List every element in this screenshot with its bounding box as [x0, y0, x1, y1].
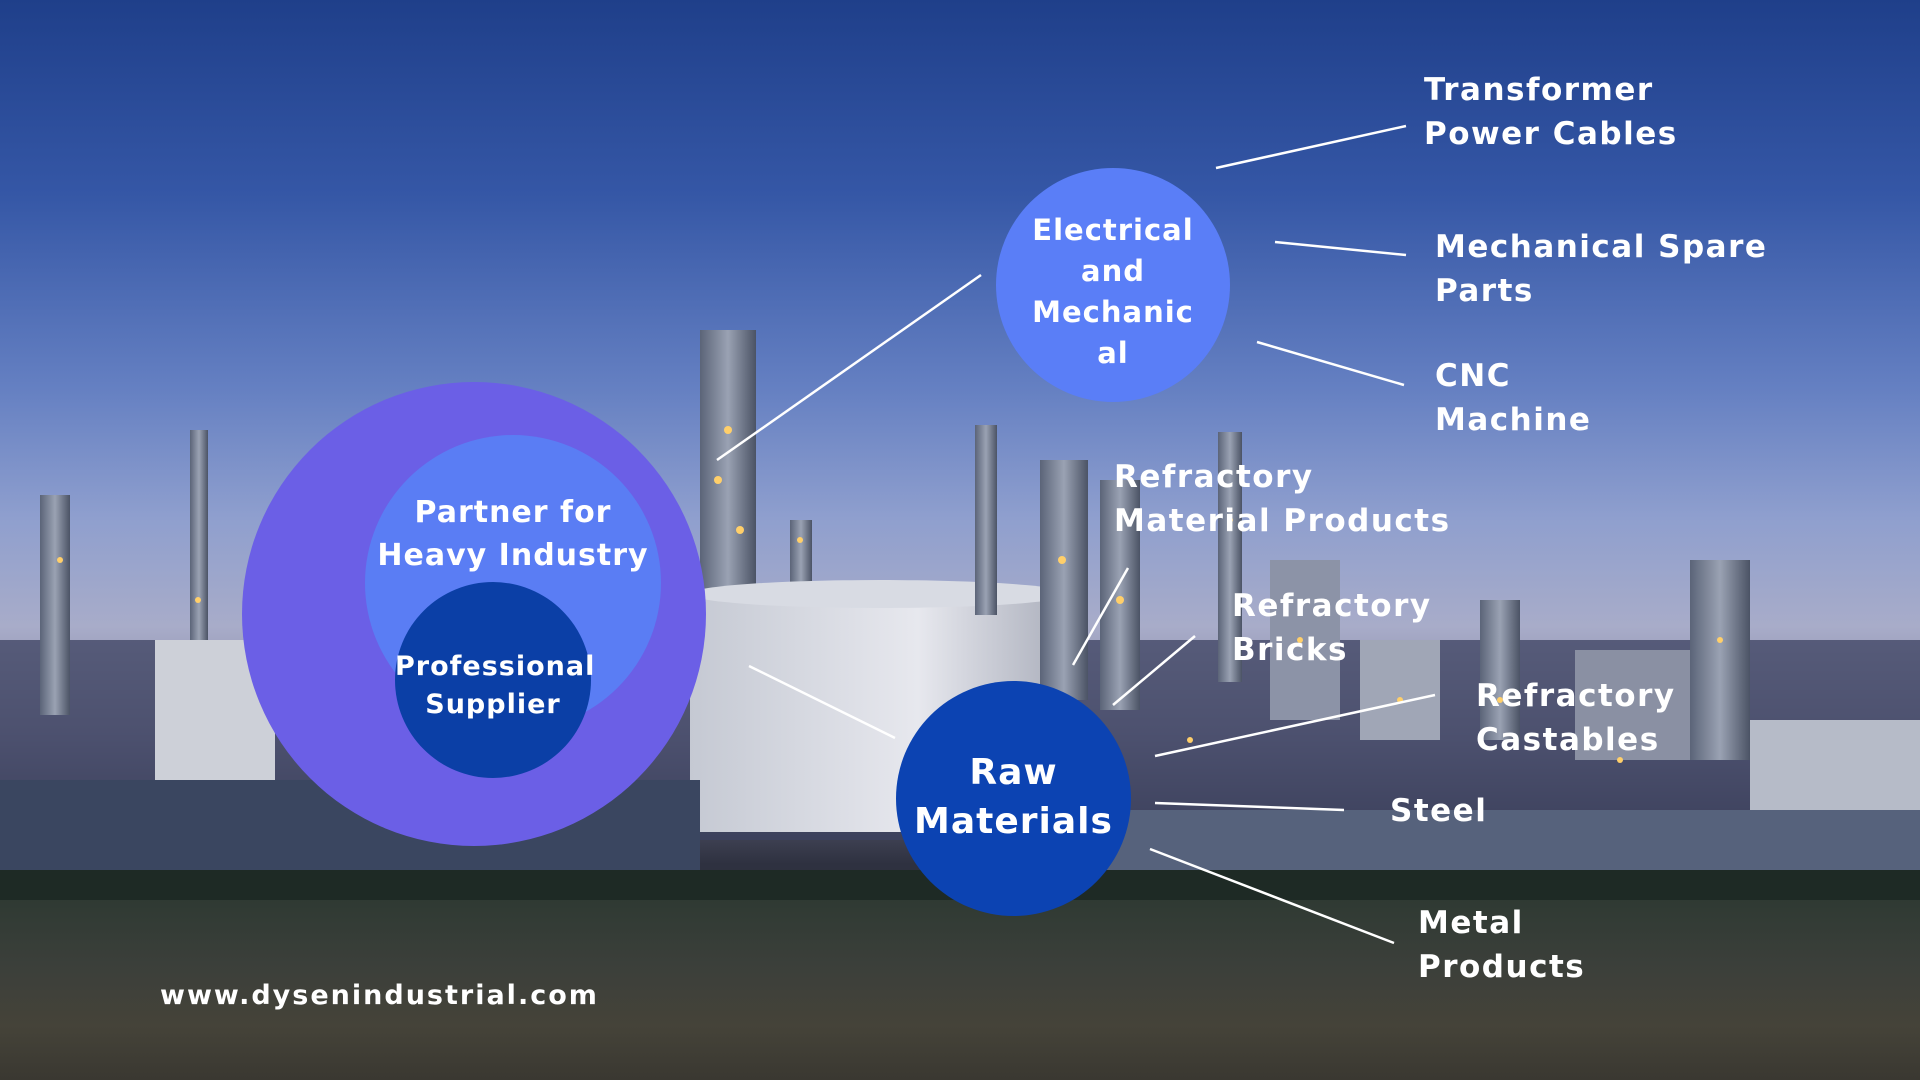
raw-materials-heading: Raw Materials	[896, 748, 1131, 846]
raw-materials-circle	[896, 681, 1131, 916]
connector-raw-to-refcast	[1154, 693, 1436, 758]
label-line: Machine	[1435, 402, 1592, 438]
label-line: Refractory	[1114, 459, 1314, 495]
connector-electrical-to-cnc	[1256, 340, 1405, 387]
label-line: Metal	[1418, 905, 1524, 941]
raw-line: Materials	[914, 801, 1113, 842]
connector-raw-to-refmat	[1071, 567, 1130, 666]
label-transformer-power-cables: Transformer Power Cables	[1424, 68, 1678, 156]
partner-line: Heavy Industry	[377, 538, 649, 573]
label-line: CNC	[1435, 358, 1511, 394]
label-line: Products	[1418, 949, 1586, 985]
label-line: Transformer	[1424, 72, 1654, 108]
connector-hub-to-raw	[748, 664, 896, 740]
label-refractory-castables: Refractory Castables	[1476, 674, 1676, 762]
label-line: Castables	[1476, 722, 1660, 758]
ground-field	[0, 900, 1920, 1080]
label-line: Parts	[1435, 273, 1534, 309]
supplier-heading: Professional Supplier	[395, 648, 596, 724]
supplier-line: Professional	[395, 651, 596, 682]
electrical-line: and	[1081, 254, 1145, 288]
connector-electrical-to-mechanical	[1274, 240, 1407, 257]
label-cnc-machine: CNC Machine	[1435, 354, 1591, 442]
label-mechanical-spare-parts: Mechanical Spare Parts	[1435, 225, 1767, 313]
connector-electrical-to-transformer	[1215, 124, 1407, 170]
electrical-line: al	[1097, 336, 1129, 370]
label-steel: Steel	[1390, 789, 1487, 833]
raw-line: Raw	[969, 752, 1058, 793]
electrical-line: Electrical	[1032, 213, 1194, 247]
label-line: Mechanical Spare	[1435, 229, 1768, 265]
electrical-mechanical-circle	[996, 168, 1230, 402]
electrical-line: Mechanic	[1032, 295, 1194, 329]
supplier-circle	[395, 582, 591, 778]
connector-raw-to-metal	[1149, 847, 1395, 945]
label-line: Steel	[1390, 793, 1488, 829]
label-line: Refractory	[1476, 678, 1676, 714]
label-metal-products: Metal Products	[1418, 901, 1585, 989]
website-url: www.dysenindustrial.com	[160, 980, 599, 1011]
connector-raw-to-refbricks	[1112, 635, 1196, 706]
label-line: Refractory	[1232, 588, 1432, 624]
label-refractory-bricks: Refractory Bricks	[1232, 584, 1432, 672]
supplier-line: Supplier	[425, 689, 561, 720]
partner-heading: Partner for Heavy Industry	[365, 491, 661, 577]
label-refractory-material-products: Refractory Material Products	[1114, 455, 1451, 543]
label-line: Power Cables	[1424, 116, 1678, 152]
label-line: Bricks	[1232, 632, 1348, 668]
connector-hub-to-electrical	[716, 273, 982, 462]
partner-line: Partner for	[414, 495, 612, 530]
electrical-mechanical-heading: Electrical and Mechanic al	[1005, 210, 1221, 374]
label-line: Material Products	[1114, 503, 1451, 539]
connector-raw-to-steel	[1154, 801, 1345, 812]
